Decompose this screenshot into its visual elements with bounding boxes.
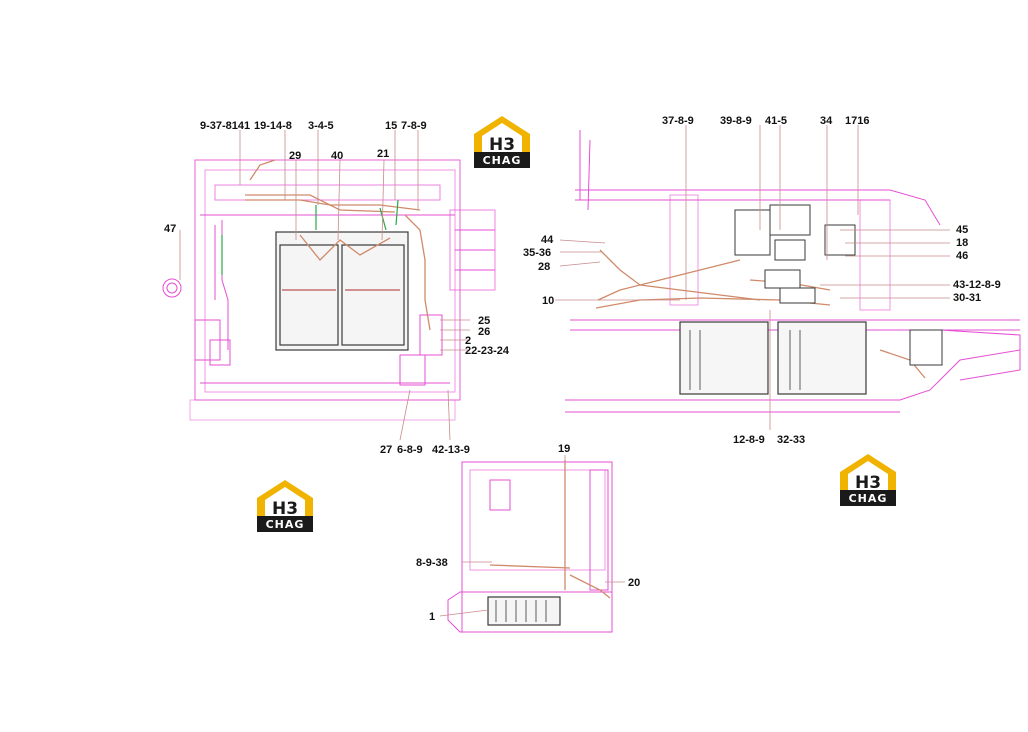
callout-label: 19-14-8 [254,120,292,132]
view-top-right-batteries [679,321,867,395]
callout-label: 21 [377,148,389,160]
callout-label: 46 [956,250,968,262]
logo-letters: H3 [855,473,881,493]
callout-label: 26 [478,326,490,338]
callout-label: 45 [956,224,968,236]
callout-label: 15 [385,120,397,132]
view-top-left-harness [245,159,431,331]
view-top-left-green-wires [221,199,399,275]
callout-label: 42-13-9 [432,444,470,456]
callout-label: 43-12-8-9 [953,279,1001,291]
callout-label: 3-4-5 [308,120,334,132]
callouts-top-right: 37-8-9 39-8-9 41-5 34 1716 45 18 46 44 3… [523,115,1001,446]
logo-letters: H3 [272,499,298,519]
callout-label: 40 [331,150,343,162]
view-top-left [162,159,496,421]
callout-label: 32-33 [777,434,805,446]
callout-label: 34 [820,115,833,127]
logo-word: CHAG [483,154,522,167]
view-bottom [447,461,613,633]
callout-label: 29 [289,150,301,162]
callout-label: 30-31 [953,292,981,304]
callout-label: 39-8-9 [720,115,752,127]
callout-label: 27 [380,444,392,456]
callout-label: 25 [478,315,490,327]
callout-label: 47 [164,223,176,235]
logo-right: H3 CHAG [840,454,896,506]
callout-label: 37-8-9 [662,115,694,127]
logo-bottom-left: H3 CHAG [257,480,313,532]
callout-label: 1 [429,611,435,623]
callout-label: 41-5 [765,115,787,127]
callout-label: 2 [465,335,471,347]
callout-label: 8-9-38 [416,557,448,569]
logo-top: H3 CHAG [474,116,530,168]
view-bottom-harness [489,460,611,599]
leader-lines [179,125,950,617]
callout-label: 10 [542,295,554,307]
callout-label: 28 [538,261,550,273]
view-top-left-battery [275,231,409,351]
callout-label: 9-37-8141 [200,120,250,132]
view-top-right-components [734,204,943,366]
logo-word: CHAG [266,518,305,531]
callout-label: 19 [558,443,570,455]
callout-label: 35-36 [523,247,551,259]
callout-label: 20 [628,577,640,589]
callout-label: 1716 [845,115,869,127]
logo-word: CHAG [849,492,888,505]
callout-label: 44 [541,234,554,246]
callout-label: 7-8-9 [401,120,427,132]
callouts-top-left: 9-37-8141 19-14-8 3-4-5 15 7-8-9 29 40 2… [164,120,510,456]
callout-label: 6-8-9 [397,444,423,456]
callout-label: 18 [956,237,968,249]
callouts-bottom: 19 8-9-38 20 1 [416,443,640,623]
callout-label: 22-23-24 [465,345,510,357]
callout-label: 12-8-9 [733,434,765,446]
logo-letters: H3 [489,135,515,155]
view-bottom-battery [487,596,561,626]
